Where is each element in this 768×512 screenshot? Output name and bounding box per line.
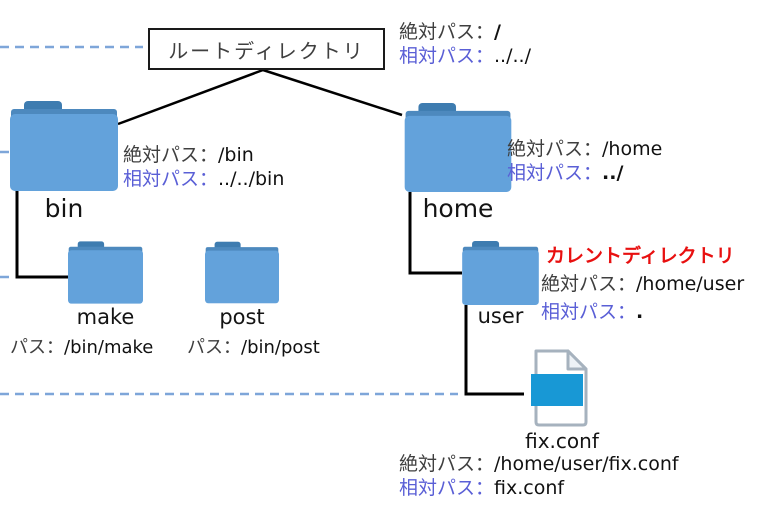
- absolute-path-label: 絶対パス：: [399, 453, 495, 475]
- path-value: /bin/make: [64, 337, 154, 358]
- folder-icon-user: [462, 241, 539, 305]
- edge-user-to-file: [464, 305, 524, 396]
- absolute-path-value: /home/user/fix.conf: [494, 453, 679, 475]
- relative-path-label: 相対パス：: [123, 168, 219, 190]
- file-paths: 絶対パス：/home/user/fix.conf 相対パス：fix.conf: [399, 452, 679, 500]
- path-label: パス：: [187, 337, 241, 358]
- relative-path-value: fix.conf: [494, 477, 565, 499]
- edge-root-to-bin: [117, 68, 264, 126]
- user-relative-path: 相対パス：.: [541, 300, 744, 324]
- relative-path-label: 相対パス：: [507, 162, 603, 184]
- folder-label-home: home: [422, 194, 494, 223]
- bin-relative-path: 相対パス：../../bin: [123, 167, 284, 191]
- relative-path-value: ../../: [494, 45, 531, 67]
- user-absolute-path: 絶対パス：/home/user: [541, 272, 744, 296]
- root-absolute-path: 絶対パス：/: [399, 20, 531, 44]
- home-relative-path: 相対パス：../: [507, 161, 662, 185]
- relative-path-value: ../: [602, 162, 624, 184]
- absolute-path-value: /bin: [218, 144, 254, 166]
- root-directory-label: ルートディレクトリ: [168, 38, 365, 63]
- folder-label-bin: bin: [44, 194, 84, 223]
- relative-path-value: .: [636, 301, 644, 323]
- folder-icon-bin: [10, 101, 118, 191]
- relative-path-label: 相対パス：: [541, 301, 637, 323]
- root-directory-box: ルートディレクトリ: [148, 28, 385, 70]
- make-path-line: パス：/bin/make: [10, 337, 153, 359]
- folder-icon-home: [403, 103, 513, 192]
- absolute-path-value: /: [494, 21, 501, 43]
- user-paths: 絶対パス：/home/user 相対パス：.: [541, 272, 744, 324]
- post-path-line: パス：/bin/post: [187, 337, 320, 359]
- file-absolute-path: 絶対パス：/home/user/fix.conf: [399, 452, 679, 476]
- edge-bin-to-make: [15, 191, 68, 279]
- file-relative-path: 相対パス：fix.conf: [399, 476, 679, 500]
- bin-absolute-path: 絶対パス：/bin: [123, 143, 284, 167]
- absolute-path-label: 絶対パス：: [123, 144, 219, 166]
- file-icon-fixconf: [531, 349, 588, 427]
- edge-root-to-home: [262, 68, 403, 117]
- post-path: パス：/bin/post: [187, 337, 320, 359]
- relative-path-value: ../../bin: [218, 168, 285, 190]
- file-label-fixconf: fix.conf: [525, 429, 599, 453]
- folder-icon-post: [205, 241, 279, 304]
- path-value: /bin/post: [241, 337, 320, 358]
- current-directory-callout: カレントディレクトリ: [546, 245, 735, 267]
- root-relative-path: 相対パス：../../: [399, 44, 531, 68]
- relative-path-label: 相対パス：: [399, 45, 495, 67]
- bin-paths: 絶対パス：/bin 相対パス：../../bin: [123, 143, 284, 191]
- edge-home-to-user: [408, 192, 462, 275]
- absolute-path-value: /home/user: [636, 273, 745, 295]
- absolute-path-value: /home: [602, 138, 663, 160]
- make-path: パス：/bin/make: [10, 337, 153, 359]
- absolute-path-label: 絶対パス：: [507, 138, 603, 160]
- folder-label-post: post: [219, 305, 265, 329]
- home-paths: 絶対パス：/home 相対パス：../: [507, 137, 662, 185]
- absolute-path-label: 絶対パス：: [541, 273, 637, 295]
- home-absolute-path: 絶対パス：/home: [507, 137, 662, 161]
- relative-path-label: 相対パス：: [399, 477, 495, 499]
- folder-label-user: user: [477, 304, 524, 328]
- folder-label-make: make: [76, 305, 135, 329]
- root-paths: 絶対パス：/ 相対パス：../../: [399, 20, 531, 68]
- folder-icon-make: [68, 241, 143, 304]
- absolute-path-label: 絶対パス：: [399, 21, 495, 43]
- path-label: パス：: [10, 337, 64, 358]
